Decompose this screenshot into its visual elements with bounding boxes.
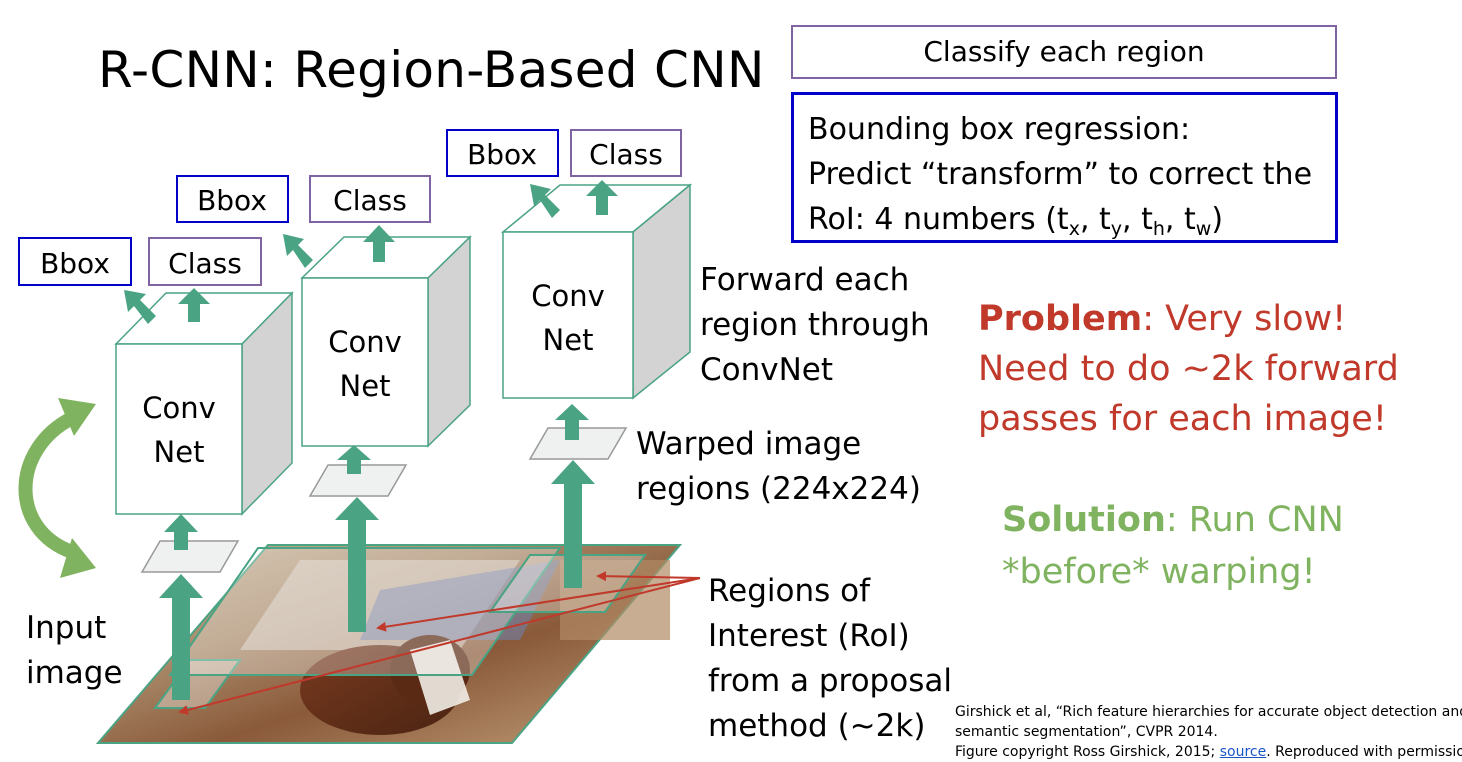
bbox-regression-line3: RoI: 4 numbers (tx, ty, th, tw): [808, 202, 1224, 240]
warped-region-3: [528, 427, 628, 460]
svg-text:Class: Class: [333, 184, 407, 217]
convnet-1-label-conv: Conv: [142, 391, 216, 425]
roi-pointer-lines: [178, 571, 701, 715]
problem-text: Problem: Very slow! Need to do ~2k forwa…: [978, 299, 1399, 439]
arrow-image-to-warped-3: [551, 460, 595, 588]
bbox-label-3: Bbox: [446, 129, 559, 177]
bbox-regression-line1: Bounding box regression:: [808, 112, 1191, 147]
svg-text:Bbox: Bbox: [40, 247, 110, 280]
class-label-1: Class: [148, 237, 262, 286]
solution-text: Solution: Run CNN *before* warping!: [1002, 500, 1344, 592]
convnet-2-label-conv: Conv: [328, 325, 402, 359]
convnet-3-label-conv: Conv: [531, 279, 605, 313]
bbox-label-2: Bbox: [176, 175, 289, 223]
slide-title: R-CNN: Region-Based CNN: [98, 41, 765, 99]
arrow-image-to-warped-2: [335, 497, 379, 632]
class-label-3: Class: [570, 129, 682, 177]
arrow-warped-to-convnet-2: [337, 445, 371, 474]
arrow-warped-to-convnet-3: [555, 404, 589, 440]
bbox-arrow-1: [124, 290, 156, 324]
warped-region-2: [308, 464, 408, 497]
svg-text:Class: Class: [168, 247, 242, 280]
arrow-image-to-warped-1: [159, 574, 203, 700]
svg-text:Bbox: Bbox: [467, 138, 537, 171]
output-arrows: [124, 180, 618, 324]
arrow-warped-to-convnet-1: [164, 514, 198, 550]
bbox-regression-line2: Predict “transform” to correct the: [808, 157, 1313, 192]
svg-text:Class: Class: [589, 138, 663, 171]
convnet-box-2: Conv Net: [300, 235, 472, 448]
convnet-3-label-net: Net: [543, 323, 594, 357]
classify-region-box: Classify each region: [791, 25, 1337, 79]
warped-region-1: [140, 540, 240, 573]
source-link[interactable]: source: [1219, 744, 1267, 760]
convnet-2-label-net: Net: [340, 369, 391, 403]
bbox-regression-box: Bounding box regression: Predict “transf…: [791, 92, 1338, 243]
class-label-2: Class: [309, 175, 431, 223]
convnet-box-1: Conv Net: [114, 291, 294, 516]
curved-double-arrow: [18, 398, 96, 578]
bbox-label-1: Bbox: [18, 237, 132, 286]
convnet-box-3: Conv Net: [500, 183, 693, 400]
citation: Girshick et al, “Rich feature hierarchie…: [955, 704, 1462, 760]
svg-text:Bbox: Bbox: [197, 184, 267, 217]
convnet-1-label-net: Net: [154, 435, 205, 469]
